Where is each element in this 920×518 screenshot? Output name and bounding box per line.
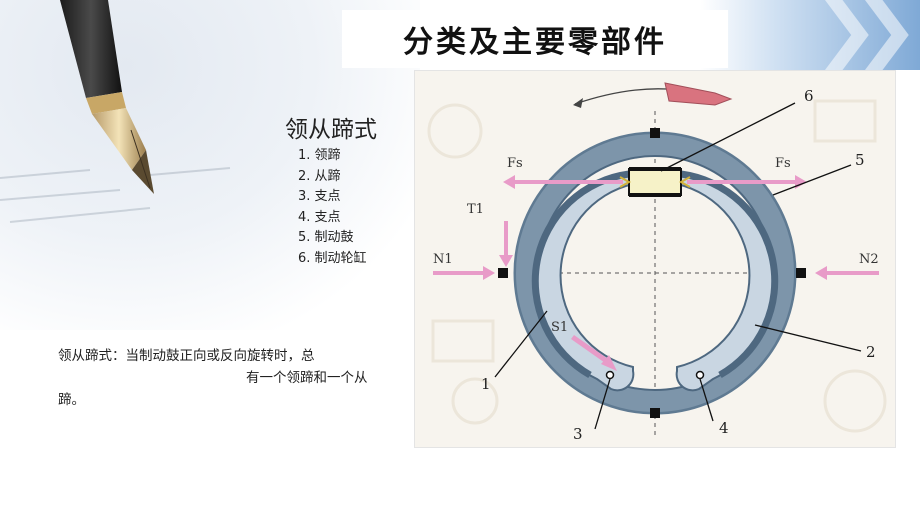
callout-6: 6 [804, 87, 814, 105]
callout-leaders [494, 102, 862, 430]
callout-2: 2 [866, 343, 876, 361]
description-line: 领从蹄式：当制动鼓正向或反向旋转时，总 [58, 348, 315, 364]
description-paragraph: 领从蹄式：当制动鼓正向或反向旋转时，总 有一个领蹄和一个从 蹄。 [58, 345, 386, 411]
brake-diagram-svg: Fs Fs T1 N1 N2 S1 6 5 2 1 3 4 [415, 71, 895, 447]
title-banner: 分类及主要零部件 [342, 10, 728, 68]
list-item: 1. 领蹄 [298, 148, 341, 163]
force-arrows [433, 175, 879, 371]
force-label-s1: S1 [551, 320, 568, 335]
description-line: 有一个领蹄和一个从 [246, 370, 368, 386]
brake-diagram: Fs Fs T1 N1 N2 S1 6 5 2 1 3 4 [414, 70, 896, 448]
background-pattern [427, 99, 887, 433]
center-lines [527, 111, 783, 439]
trailing-shoe-lining [680, 170, 779, 379]
drum-markers [498, 128, 806, 418]
force-label-fs-left: Fs [507, 156, 523, 171]
section-subtitle: 领从蹄式 [285, 117, 377, 143]
force-label-n2: N2 [859, 252, 879, 267]
rotation-arrow [574, 88, 668, 105]
list-item: 2. 从蹄 [298, 168, 341, 184]
list-item: 6. 制动轮缸 [298, 250, 367, 266]
callout-3: 3 [573, 425, 583, 443]
rotation-arrow-head [664, 82, 733, 106]
callout-4: 4 [719, 419, 729, 437]
callout-1: 1 [481, 375, 491, 393]
force-label-fs-right: Fs [775, 156, 791, 171]
chevron-decoration [825, 0, 909, 70]
pivot-left [605, 370, 615, 380]
page-title: 分类及主要零部件 [403, 25, 667, 60]
description-line: 蹄。 [58, 392, 85, 408]
force-label-t1: T1 [467, 202, 484, 217]
fountain-pen-illustration [0, 0, 231, 223]
list-item: 5. 制动鼓 [298, 230, 354, 246]
callout-5: 5 [855, 151, 865, 169]
parts-list: 1. 领蹄 2. 从蹄 3. 支点 4. 支点 5. 制动鼓 6. 制动轮缸 [298, 146, 367, 270]
list-item: 3. 支点 [298, 189, 341, 205]
leading-shoe-lining [531, 170, 630, 379]
force-label-n1: N1 [433, 252, 453, 267]
wheel-cylinder [619, 167, 691, 197]
list-item: 4. 支点 [298, 209, 341, 225]
brake-drum-band [516, 134, 794, 412]
header-accent-decoration [700, 0, 920, 70]
pivot-right [695, 370, 705, 380]
